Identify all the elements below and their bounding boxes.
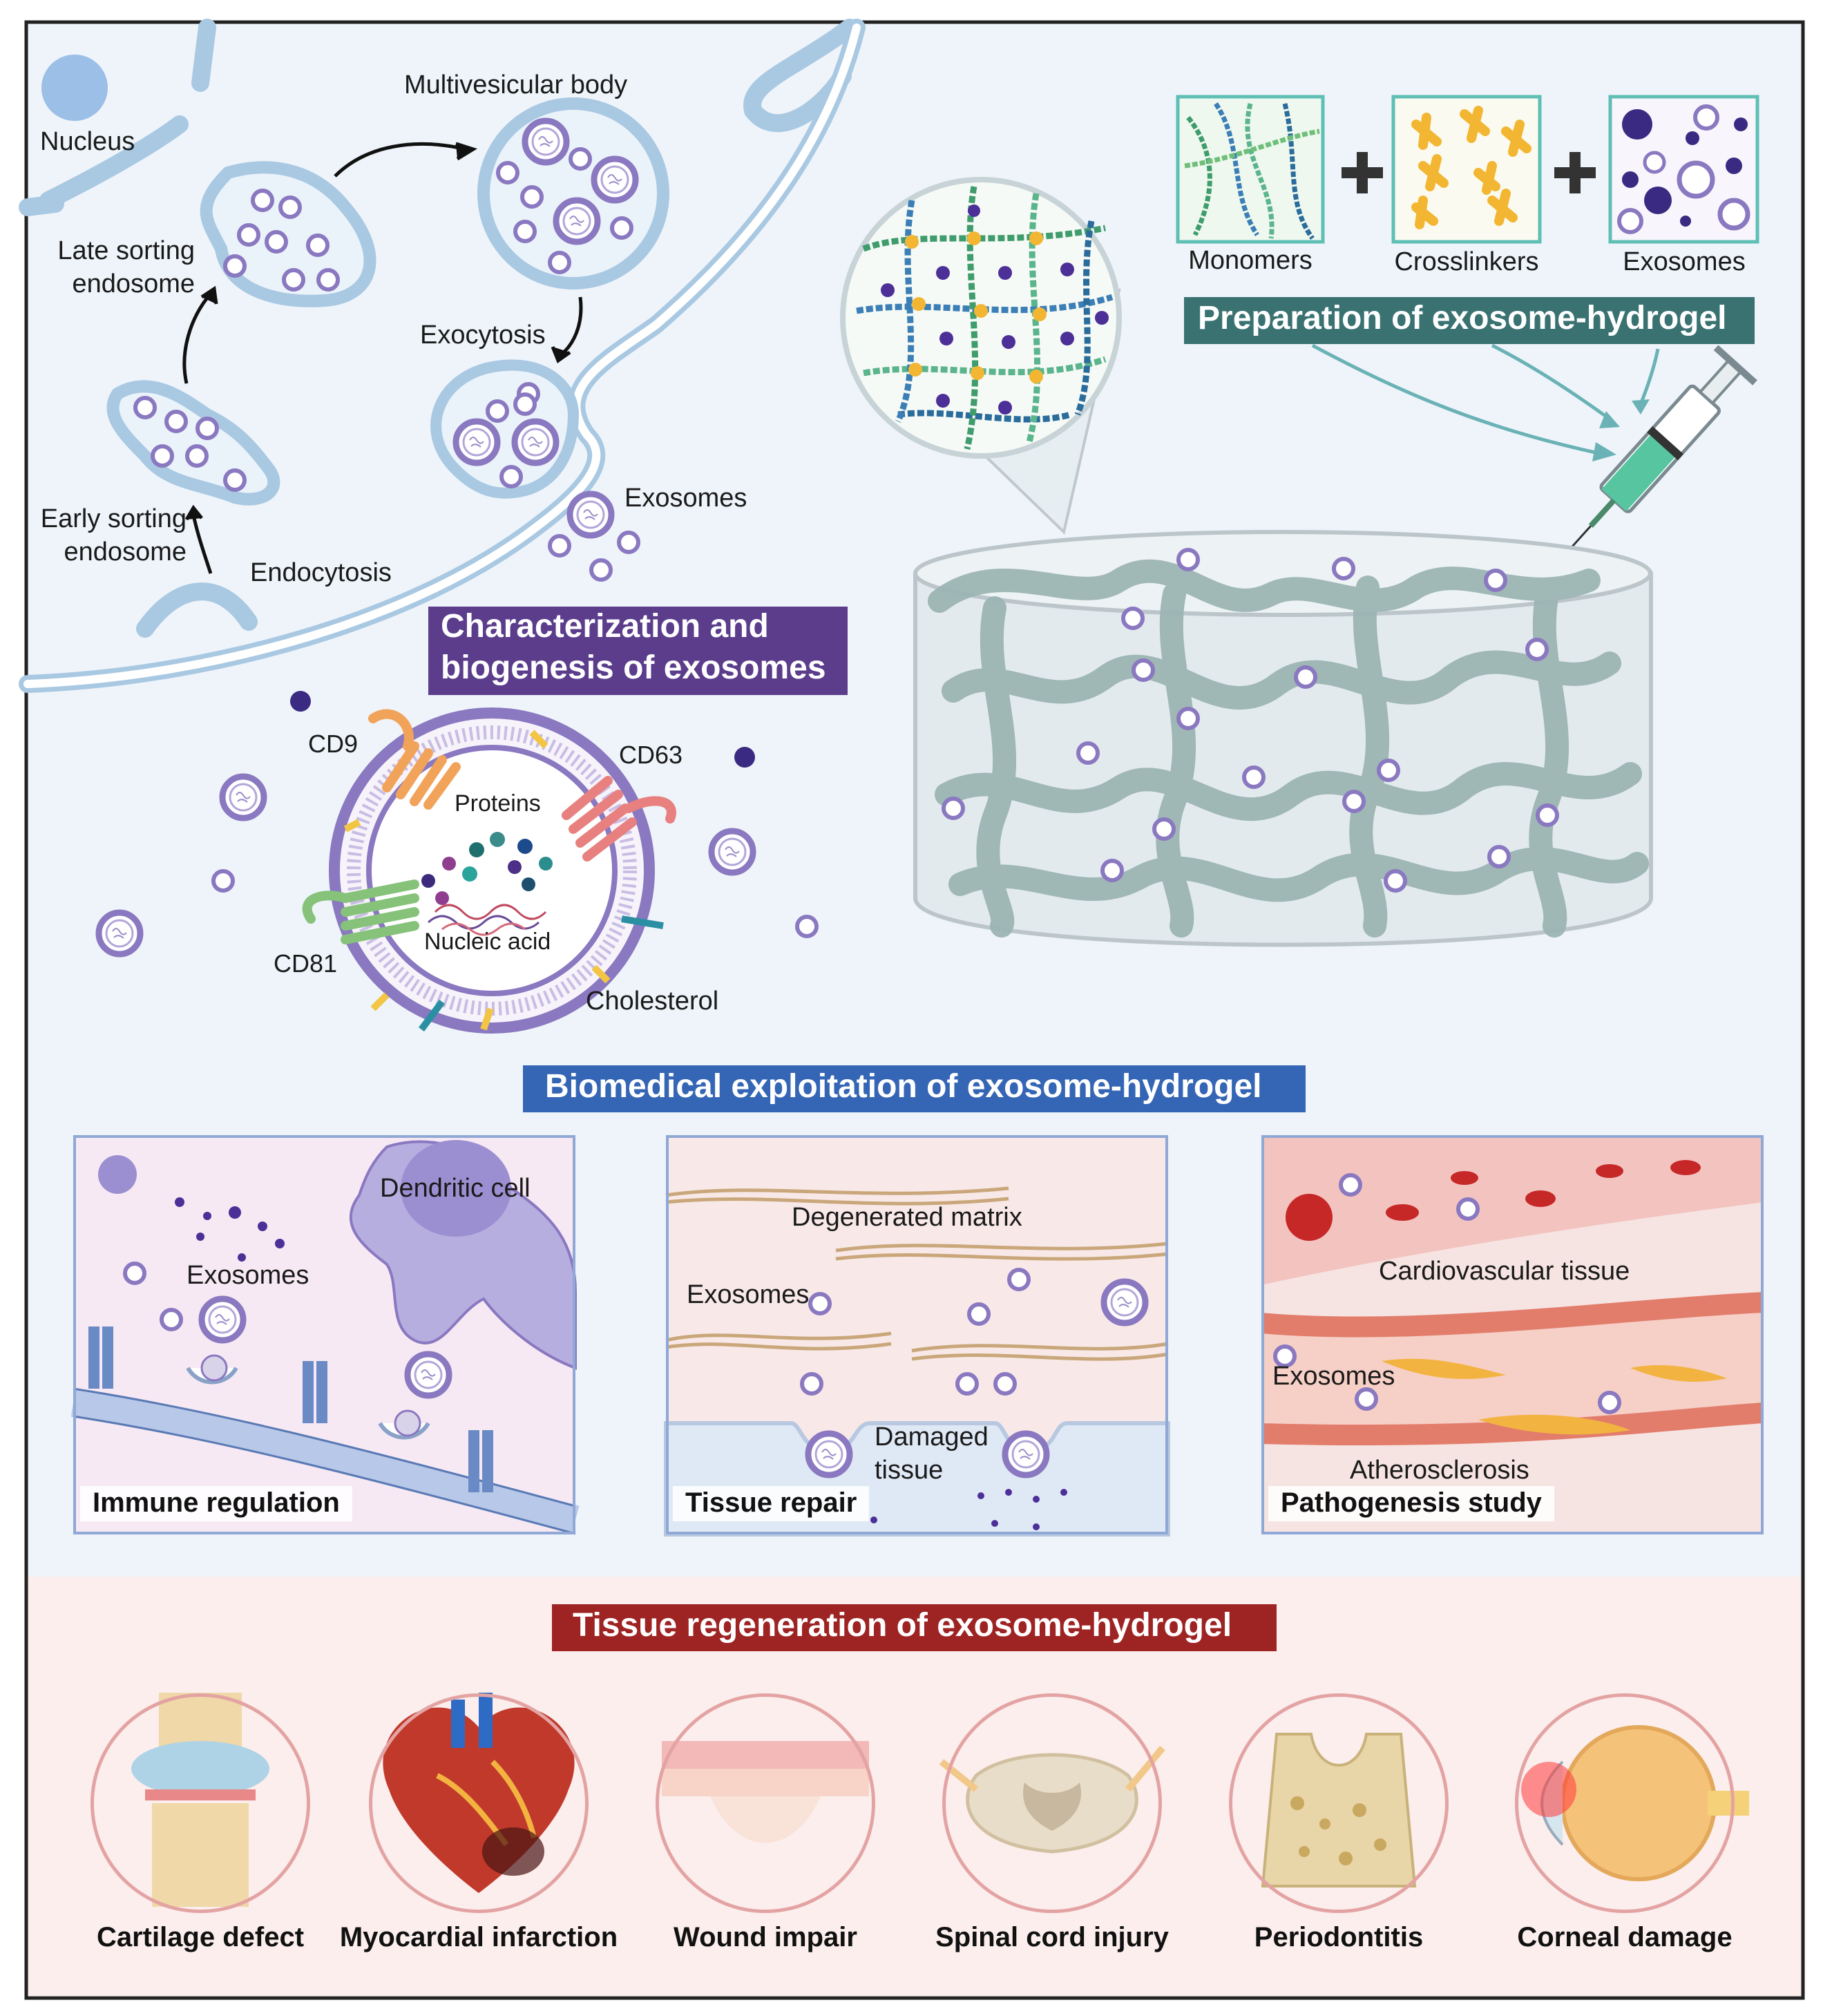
- outer-frame: [24, 20, 1805, 2000]
- wound-impair-circle: [656, 1693, 875, 1913]
- degenerated-matrix-label: Degenerated matrix: [792, 1203, 1022, 1232]
- regeneration-banner-bg: [552, 1604, 1277, 1651]
- cartilage-defect-circle: [90, 1693, 310, 1913]
- monomers-label: Monomers: [1188, 246, 1313, 275]
- immune-regulation-panel: Dendritic cell Exosomes Immune regulatio…: [73, 1135, 575, 1534]
- plus-signs: [1342, 152, 1596, 193]
- immune-panel-art: [70, 1140, 580, 1535]
- early-sorting-label-1: Early sorting: [40, 504, 187, 533]
- early-sorting-label-2: endosome: [64, 538, 187, 567]
- preparation-banner-bg: [1184, 297, 1755, 344]
- damaged-tissue-label-1: Damaged: [875, 1423, 989, 1452]
- immune-regulation-title: Immune regulation: [80, 1486, 352, 1521]
- cholesterol-label: Cholesterol: [586, 987, 719, 1016]
- exocytosis-label: Exocytosis: [420, 321, 546, 350]
- multivesicular-body-label: Multivesicular body: [404, 70, 628, 99]
- exosome-structure: [302, 707, 676, 1034]
- tissue-repair-title: Tissue repair: [673, 1486, 870, 1521]
- biomedical-banner-bg: [523, 1065, 1306, 1112]
- cd9-label: CD9: [308, 730, 359, 758]
- early-sorting-endosome: [106, 380, 280, 506]
- cd63-label: CD63: [619, 741, 683, 769]
- periodontitis-circle: [1229, 1693, 1449, 1913]
- pathogenesis-panel-art: [1261, 1135, 1764, 1446]
- exosomes-box: [1608, 95, 1759, 244]
- exosomes-ingredient-label: Exosomes: [1623, 247, 1746, 276]
- crosslinkers-box: [1391, 95, 1542, 244]
- myocardial-infarction-label: Myocardial infarction: [339, 1922, 618, 1952]
- biogenesis-banner-bg: [428, 607, 848, 695]
- biogenesis-arrows: [182, 142, 583, 574]
- biomedical-banner: Biomedical exploitation of exosome-hydro…: [545, 1068, 1262, 1105]
- biogenesis-banner-line-1: Characterization and: [441, 608, 769, 645]
- syringe-icon: [1539, 345, 1757, 583]
- endocytosis-label: Endocytosis: [250, 558, 392, 587]
- regeneration-banner: Tissue regeneration of exosome-hydrogel: [573, 1607, 1232, 1644]
- corneal-damage-circle: [1515, 1693, 1735, 1913]
- periodontitis-label: Periodontitis: [1254, 1922, 1424, 1952]
- multivesicular-body: [477, 97, 669, 289]
- dendritic-cell-label: Dendritic cell: [380, 1174, 531, 1203]
- hydrogel-network-zoom: [840, 177, 1122, 535]
- cartilage-defect-label: Cartilage defect: [96, 1922, 305, 1952]
- tissue-repair-panel: Degenerated matrix Exosomes Damaged tiss…: [666, 1135, 1168, 1534]
- repair-exosomes-label: Exosomes: [687, 1280, 810, 1309]
- pathogenesis-study-title: Pathogenesis study: [1268, 1486, 1554, 1521]
- pathogenesis-exosomes-label: Exosomes: [1272, 1362, 1395, 1391]
- proteins-label: Proteins: [455, 790, 541, 817]
- late-sorting-endosome: [200, 161, 376, 307]
- nucleic-acid-label: Nucleic acid: [424, 929, 551, 955]
- spinal-cord-injury-label: Spinal cord injury: [935, 1922, 1169, 1952]
- late-sorting-label-2: endosome: [72, 269, 195, 298]
- damaged-tissue-label-2: tissue: [875, 1456, 944, 1485]
- wound-impair-label: Wound impair: [674, 1922, 857, 1952]
- atherosclerosis-label: Atherosclerosis: [1350, 1456, 1529, 1485]
- biogenesis-banner-line-2: biogenesis of exosomes: [441, 649, 826, 686]
- monomers-box: [1176, 95, 1325, 244]
- preparation-banner: Preparation of exosome-hydrogel: [1198, 300, 1727, 336]
- corneal-damage-label: Corneal damage: [1517, 1922, 1733, 1952]
- cardiovascular-tissue-label: Cardiovascular tissue: [1379, 1257, 1630, 1286]
- late-sorting-label-1: Late sorting: [57, 236, 195, 265]
- crosslinkers-label: Crosslinkers: [1394, 247, 1539, 276]
- cd81-label: CD81: [274, 949, 338, 978]
- nucleus-label: Nucleus: [40, 127, 135, 156]
- myocardial-infarction-circle: [369, 1693, 589, 1913]
- nucleus-shape: [41, 55, 108, 121]
- immune-exosomes-label: Exosomes: [187, 1261, 309, 1290]
- pathogenesis-panel: Cardiovascular tissue Exosomes Atheroscl…: [1261, 1135, 1764, 1534]
- released-exosomes-label: Exosomes: [624, 484, 747, 513]
- hydrogel-cylinder: [913, 530, 1653, 947]
- spinal-cord-injury-circle: [942, 1693, 1162, 1913]
- exocytosis-vesicle: [430, 359, 580, 499]
